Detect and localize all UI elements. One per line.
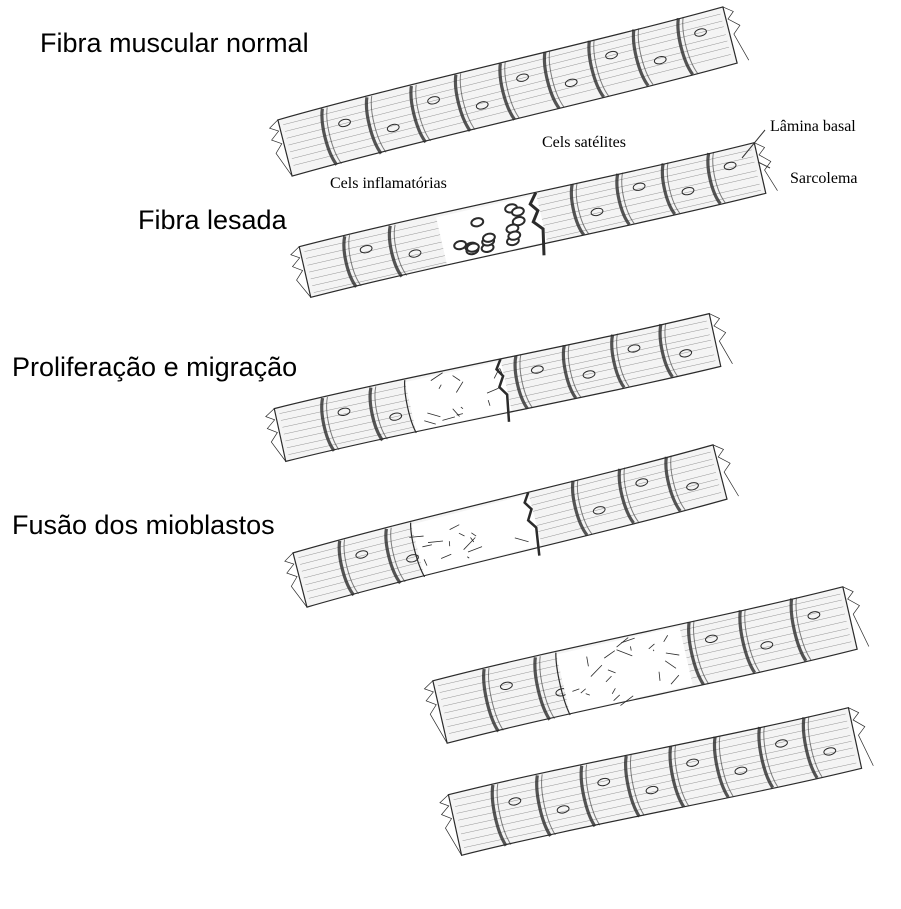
fiber-fusao — [282, 441, 741, 618]
stage-title-fusao: Fusão dos mioblastos — [12, 510, 275, 541]
label-lamina-basal: Lâmina basal — [770, 118, 856, 136]
fiber-normal — [267, 3, 749, 180]
label-cels-inflamatorias: Cels inflamatórias — [330, 175, 447, 193]
fiber-lesada — [288, 139, 780, 311]
stage-title-lesada: Fibra lesada — [138, 205, 287, 236]
label-sarcolema: Sarcolema — [790, 170, 858, 188]
stage-title-proliferacao: Proliferação e migração — [12, 352, 297, 383]
stage-title-normal: Fibra muscular normal — [40, 28, 309, 59]
label-cels-satelites: Cels satélites — [542, 134, 626, 152]
fiber-proliferacao — [263, 310, 734, 473]
